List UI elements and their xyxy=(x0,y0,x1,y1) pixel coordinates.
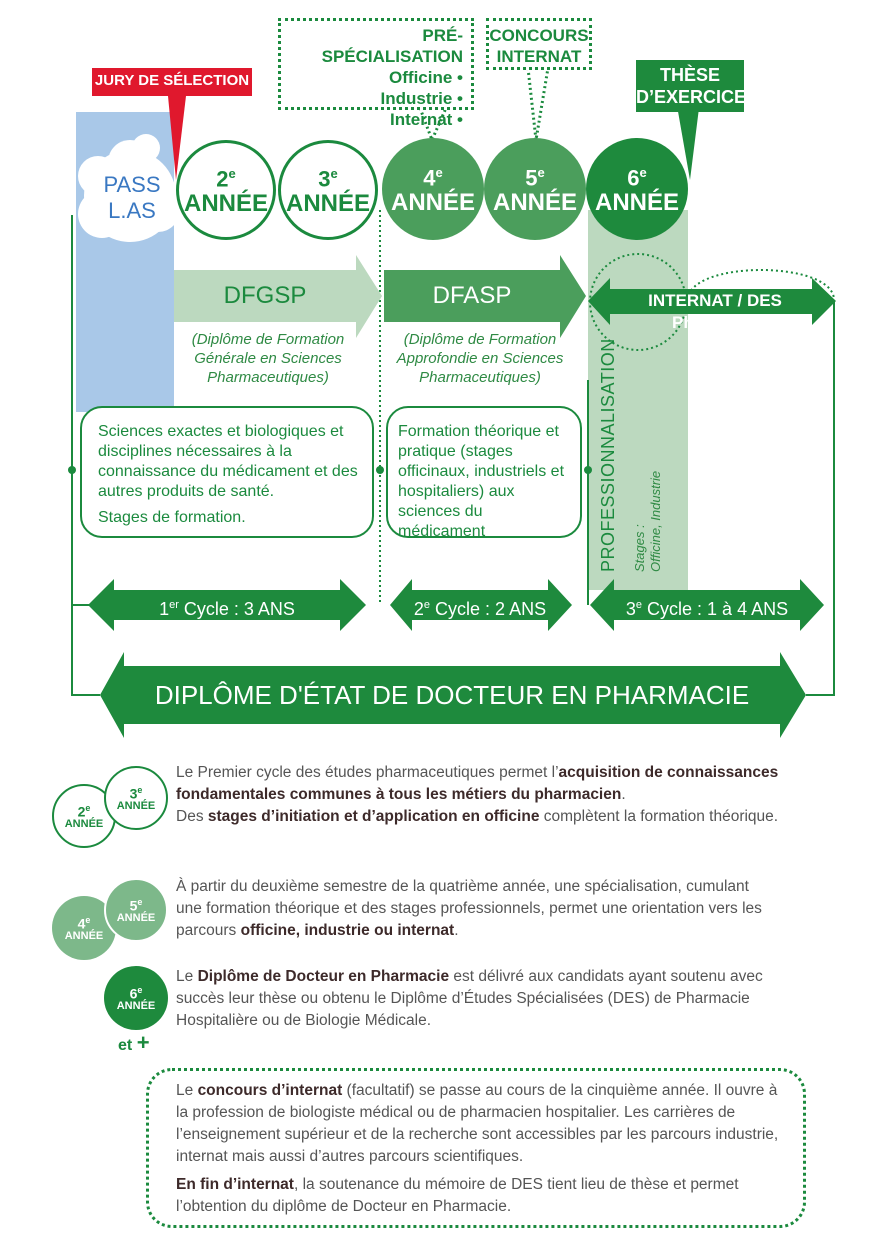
internat-label: INTERNAT / DES Pharmacie xyxy=(648,291,782,332)
legend-paragraph-1: Le Premier cycle des études pharmaceutiq… xyxy=(176,764,779,825)
et-plus: et + xyxy=(118,1030,150,1055)
year-circle-5: 5e ANNÉE xyxy=(484,138,586,240)
professionnalisation-label: PROFESSIONNALISATION xyxy=(598,338,618,572)
prespec-item-internat: Internat • xyxy=(389,110,463,129)
legend-circle-3: 3e ANNÉE xyxy=(104,766,168,830)
first-cycle-content-box: Sciences exactes et biologiques et disci… xyxy=(80,406,374,538)
professionalisation-column xyxy=(588,210,688,590)
second-cycle-content-box: Formation théorique et pratique (stages … xyxy=(386,406,582,540)
jury-tag: JURY DE SÉLECTION xyxy=(92,68,252,96)
diplome-label: DIPLÔME D'ÉTAT DE DOCTEUR EN PHARMACIE xyxy=(154,680,750,710)
dfgsp-arrow xyxy=(174,255,382,338)
year-circle-6: 6e ANNÉE xyxy=(586,138,688,240)
prespec-item-officine: Officine • xyxy=(389,68,463,87)
right-connector-line xyxy=(806,300,835,696)
dfasp-arrow xyxy=(384,255,586,338)
prespecialisation-box: PRÉ-SPÉCIALISATION Officine • Industrie … xyxy=(278,18,474,129)
cycle2-arrow xyxy=(390,579,572,631)
legend-paragraph-5: En fin d’internat, la soutenance du mémo… xyxy=(176,1176,739,1215)
concours-internat-box: CONCOURS INTERNAT xyxy=(486,18,592,70)
legend-paragraph-3: Le Diplôme de Docteur en Pharmacie est d… xyxy=(176,968,763,1029)
plus-icon: + xyxy=(136,1030,150,1055)
legend-paragraph-4: Le concours d’internat (facultatif) se p… xyxy=(176,1082,779,1165)
legend-circle-6: 6e ANNÉE xyxy=(104,966,168,1030)
diagram-background xyxy=(68,67,836,738)
diplome-arrow xyxy=(100,652,806,738)
dfgsp-label: DFGSP xyxy=(223,282,307,309)
year-circle-4: 4e ANNÉE xyxy=(382,138,484,240)
cycle3-arrow xyxy=(590,579,824,631)
internat-info-box xyxy=(146,1068,806,1228)
these-pointer xyxy=(676,100,700,180)
year-circle-3: 3e ANNÉE xyxy=(278,140,378,240)
dfasp-description: (Diplôme de Formation Approfondie en Sci… xyxy=(396,331,564,386)
these-exercice-box: THÈSE D’EXERCICE xyxy=(636,60,746,112)
pass-las-label: PASS L.AS xyxy=(103,172,161,223)
jury-pointer xyxy=(168,96,186,180)
stages-label: Stages : Officine, Industrie xyxy=(632,470,663,572)
prespec-item-industrie: Industrie • xyxy=(380,89,463,108)
cycle1-arrow xyxy=(88,579,366,631)
dfgsp-description: (Diplôme de Formation Générale en Scienc… xyxy=(191,331,345,386)
cycle2-label: 2e Cycle : 2 ANS xyxy=(413,599,547,619)
dfasp-label: DFASP xyxy=(432,282,512,309)
cycle1-label: 1er Cycle : 3 ANS xyxy=(159,599,295,619)
internat-arrow xyxy=(588,278,836,325)
pass-cloud xyxy=(78,134,180,242)
cycle3-label: 3e Cycle : 1 à 4 ANS xyxy=(625,599,789,619)
legend-circle-5: 5e ANNÉE xyxy=(104,878,168,942)
year-circle-2: 2e ANNÉE xyxy=(176,140,276,240)
prespec-title: PRÉ-SPÉCIALISATION xyxy=(321,26,463,66)
legend-paragraph-2: À partir du deuxième semestre de la quat… xyxy=(176,878,762,939)
